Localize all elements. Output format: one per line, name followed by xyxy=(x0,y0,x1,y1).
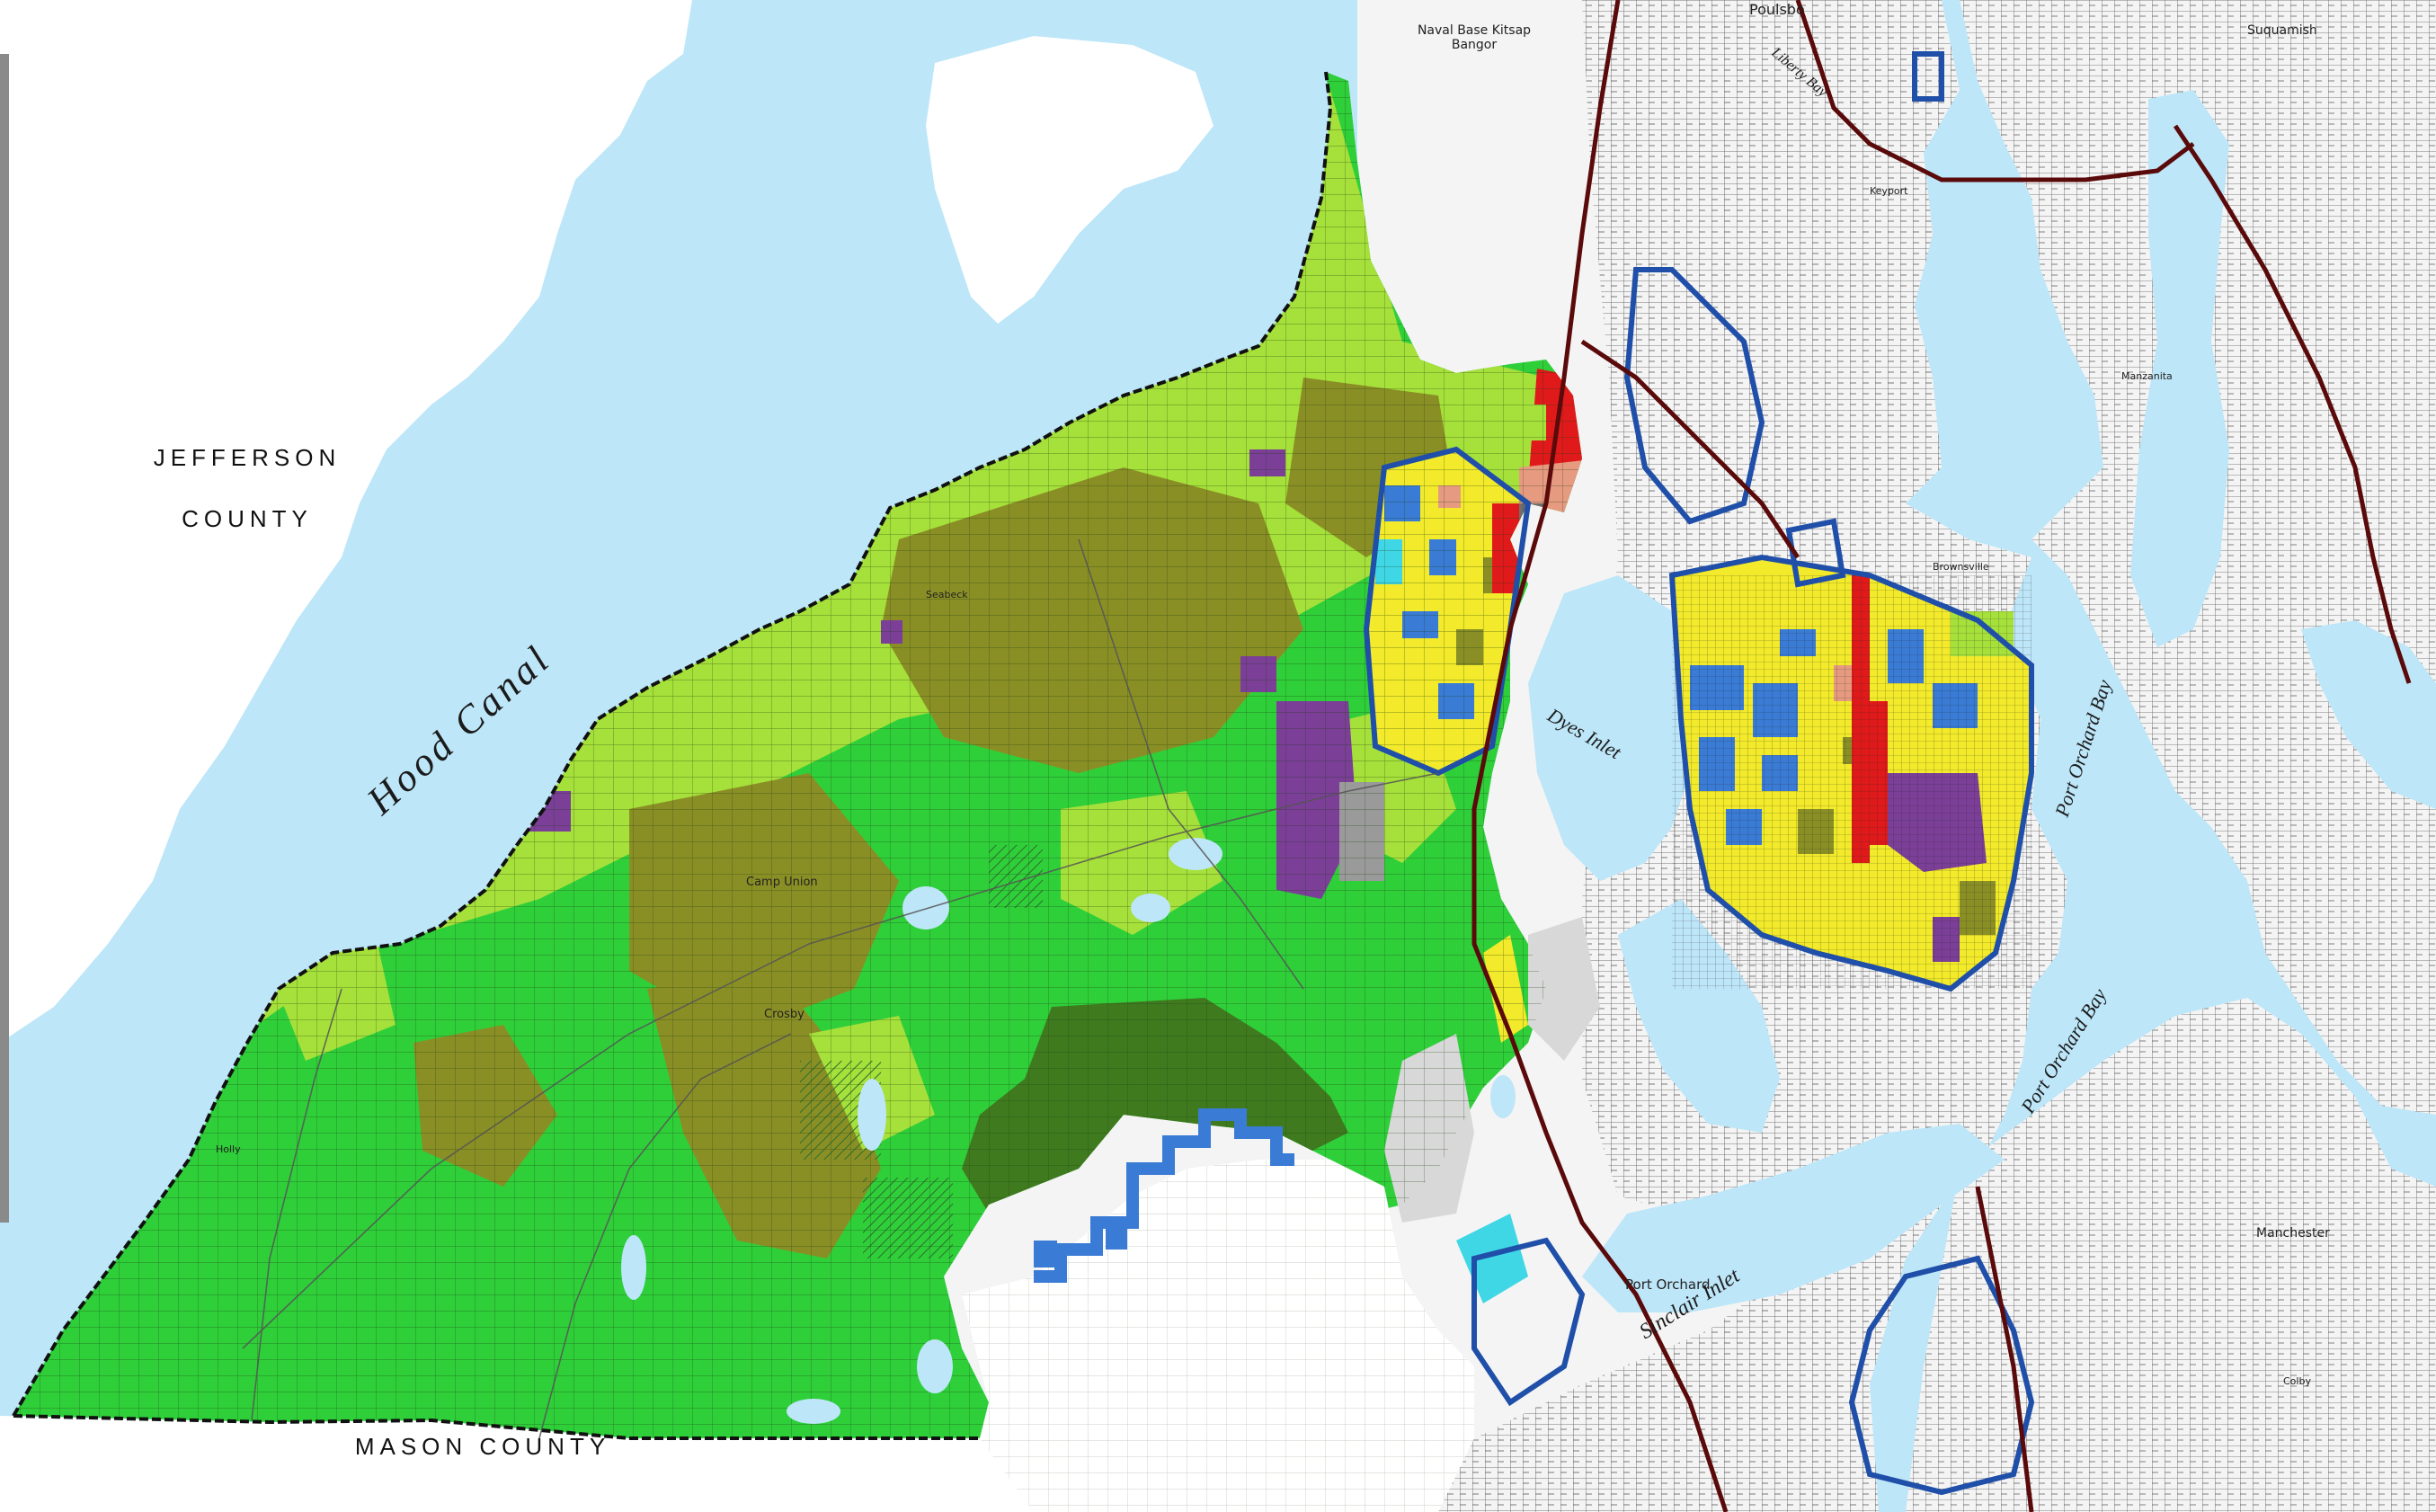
navy-yard-area xyxy=(1528,917,1600,1061)
blue-parcel xyxy=(1034,1241,1057,1267)
county-boundary-west xyxy=(12,71,1333,1418)
manchester-label: Manchester xyxy=(2256,1226,2330,1241)
dyes-inlet-water xyxy=(1528,575,1690,881)
lake xyxy=(787,1399,840,1424)
camp-union-label: Camp Union xyxy=(746,876,818,889)
lake xyxy=(1131,894,1170,922)
port-orchard-label: Port Orchard xyxy=(1625,1276,1711,1293)
manchester-streets xyxy=(1906,998,2436,1512)
poulsbo-label: Poulsbo xyxy=(1749,1,1805,18)
lake xyxy=(902,886,949,929)
highways xyxy=(1471,0,2412,1512)
phinney-bay-water xyxy=(1618,899,1780,1133)
south-blue-boundary xyxy=(1034,1108,1294,1283)
toandos-peninsula xyxy=(926,36,1214,324)
lake xyxy=(1490,1075,1516,1118)
lake xyxy=(1169,838,1222,870)
naval-base-label-2: Bangor xyxy=(1452,38,1498,52)
naval-base-label-1: Naval Base Kitsap xyxy=(1418,23,1531,38)
minor-roads xyxy=(242,538,1439,1439)
colby-label: Colby xyxy=(2283,1375,2311,1387)
uga-boundaries xyxy=(1363,51,2035,1496)
jefferson-county-label-2: COUNTY xyxy=(182,505,313,532)
mason-county-label: MASON COUNTY xyxy=(355,1433,610,1460)
jefferson-county-land xyxy=(0,0,692,1043)
sinclair-inlet-water xyxy=(1582,1124,2005,1312)
county-boundary-south xyxy=(13,1414,980,1440)
parcel-grid xyxy=(13,72,1582,1438)
eagle-harbor-bay xyxy=(2130,90,2229,647)
lake xyxy=(917,1339,953,1393)
brownsville-label: Brownsville xyxy=(1933,561,1989,573)
lake xyxy=(621,1235,646,1300)
suquamish-label: Suquamish xyxy=(2247,23,2317,38)
jefferson-county-label-1: JEFFERSON xyxy=(154,444,342,471)
seabeck-label: Seabeck xyxy=(926,589,968,600)
keyport-label: Keyport xyxy=(1870,185,1908,197)
blue-parcel xyxy=(1106,1223,1127,1250)
holly-label: Holly xyxy=(216,1143,241,1155)
lake xyxy=(858,1079,886,1151)
left-edge-bar xyxy=(0,54,9,1223)
manzanita-label: Manzanita xyxy=(2121,370,2173,382)
crosby-label: Crosby xyxy=(764,1008,805,1021)
east-urban-zoning xyxy=(1672,557,2031,989)
